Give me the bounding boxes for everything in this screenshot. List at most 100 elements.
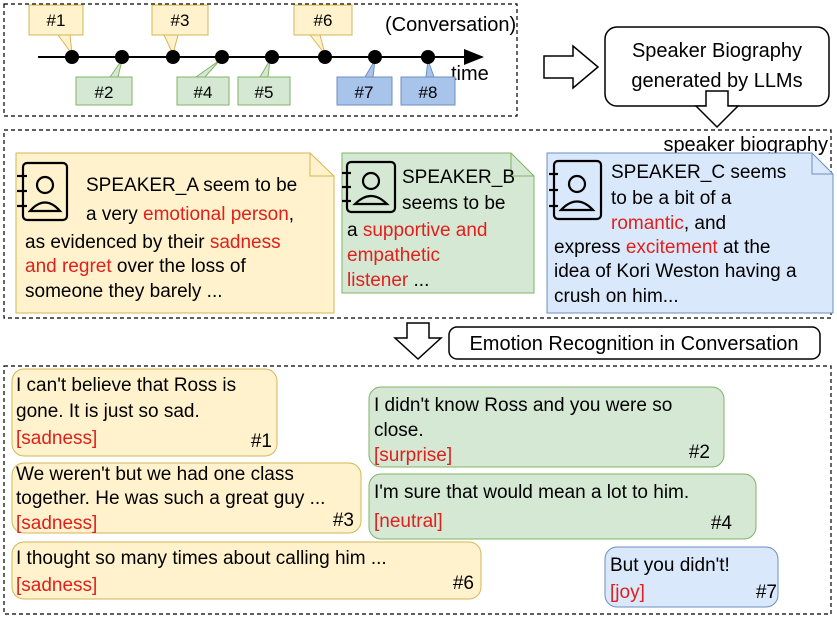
utterance-text: I didn't know Ross and you were so [374,395,672,416]
utterances-frame [3,365,832,615]
bio-c-line1: SPEAKER_C seems [611,162,786,183]
svg-text:SPEAKER_B: SPEAKER_B [402,167,515,188]
timeline-dot-3 [166,50,180,64]
bio-b-supportive: supportive and [363,220,488,241]
timeline-callout-2: #2 [75,59,133,106]
timeline-label-4: #4 [194,83,213,102]
timeline-label-2: #2 [95,83,114,102]
contact-book-icon [342,160,397,214]
timeline-callout-4: #4 [176,59,230,106]
down-block-arrow-2 [393,322,443,361]
llm-box-line2: generated by LLMs [631,70,802,92]
timeline-dot-5 [265,50,279,64]
svg-text:idea of Kori Weston having a: idea of Kori Weston having a [554,261,797,282]
timeline-dot-8 [421,50,435,64]
emotion-label: [neutral] [374,511,443,532]
emotion-label: [joy] [610,582,645,603]
timeline-callout-3: #3 [151,4,209,56]
utterance-id: #4 [711,513,733,534]
svg-text:empathetic: empathetic [347,245,440,266]
contact-book-icon [17,161,69,222]
timeline-dot-2 [115,50,129,64]
bio-c-line2: to be a bit of a [611,188,732,209]
timeline-label-8: #8 [419,83,438,102]
timeline-label-3: #3 [171,11,190,30]
bio-c-excitement: excitement [626,237,719,258]
contact-book-icon [549,159,603,221]
timeline-label-1: #1 [47,11,66,30]
bio-b-line1: SPEAKER_B [402,167,515,188]
conversation-frame [3,3,518,117]
timeline-label-7: #7 [355,83,374,102]
utterance-text: But you didn't! [610,555,730,576]
utterance-id: #3 [333,510,354,531]
erc-label-box [448,326,821,360]
timeline-callout-1: #1 [28,4,84,56]
emotion-label: [surprise] [374,445,452,466]
svg-text:a very emotional person,: a very emotional person, [0,0,320,225]
utterance-1: I can't believe that Ross is gone. It is… [11,368,278,457]
utterance-id: #6 [453,573,474,594]
biography-card-speaker-c: SPEAKER_C seems to be a bit of a romanti… [546,152,834,314]
emotion-label: [sadness] [16,428,97,449]
svg-text:SPEAKER_A seem to be: SPEAKER_A seem to be [0,0,324,196]
timeline-dot-4 [215,50,229,64]
emotion-label: [sadness] [16,513,97,534]
utterance-6: I thought so many times about calling hi… [11,541,482,600]
bio-a-line5: someone they barely ... [25,281,223,302]
down-block-arrow-1 [694,90,740,129]
utterance-text: We weren't but we had one class [16,464,294,485]
utterance-text: I thought so many times about calling hi… [16,548,387,569]
bio-c-line6: crush on him... [554,286,679,307]
timeline-dot-7 [368,50,382,64]
svg-text:as evidenced by their sadness: as evidenced by their sadness [0,0,307,253]
bio-a-line2: a very [86,204,143,225]
bio-b-line3: a [347,220,363,241]
svg-text:romantic, and: romantic, and [611,213,726,234]
utterance-text: I can't believe that Ross is [16,375,236,396]
timeline-dot-1 [65,50,79,64]
utterance-id: #1 [251,431,272,452]
bio-a-and-regret: and regret [25,256,112,277]
svg-text:express excitement at the: express excitement at the [554,237,771,258]
utterance-text: close. [374,420,424,441]
svg-text:SPEAKER_C seems: SPEAKER_C seems [611,162,786,183]
utterance-3: We weren't but we had one class together… [11,462,362,534]
utterance-4: I'm sure that would mean a lot to him. [… [368,473,757,540]
utterance-text: I'm sure that would mean a lot to him. [374,482,689,503]
svg-text:crush on him...: crush on him... [554,286,679,307]
biography-card-speaker-b: SPEAKER_B seems to be a supportive and e… [341,152,535,294]
utterance-2: I didn't know Ross and you were so close… [368,386,725,468]
bio-c-romantic: romantic [611,213,684,234]
timeline-dot-6 [318,50,332,64]
conversation-title: (Conversation) [385,14,516,36]
timeline-callout-8: #8 [400,59,456,106]
bio-a-emotional-person: emotional person [143,204,289,225]
utterance-text: gone. It is just so sad. [16,401,200,422]
llm-box-line1: Speaker Biography [632,40,802,62]
timeline-label-5: #5 [255,83,274,102]
timeline-axis-label: time [451,63,489,85]
svg-text:seems to be: seems to be [402,193,506,214]
utterance-text: together. He was such a great guy ... [16,488,325,509]
timeline-label-6: #6 [314,11,333,30]
svg-text:a supportive and: a supportive and [347,220,488,241]
utterance-7: But you didn't! [joy] #7 [604,546,779,608]
svg-text:listener ...: listener ... [347,270,429,291]
bio-b-listener: listener [347,270,409,291]
bio-c-line4: express [554,237,626,258]
timeline-callout-6: #6 [293,4,353,55]
right-block-arrow [543,44,600,90]
bio-a-line1: SPEAKER_A seem to be [86,175,297,196]
timeline-callout-5: #5 [237,59,291,106]
svg-text:and regret over the loss of: and regret over the loss of [0,0,272,277]
biography-card-speaker-a: SPEAKER_A seem to be a very emotional pe… [0,0,335,314]
svg-text:someone they barely ...: someone they barely ... [0,0,249,302]
svg-text:to be a bit of a: to be a bit of a [611,188,732,209]
bio-b-empathetic: empathetic [347,245,440,266]
bio-b-line2: seems to be [402,193,506,214]
biography-section-label: speaker biography [663,134,828,156]
erc-label: Emotion Recognition in Conversation [469,333,798,355]
utterance-id: #7 [756,582,777,603]
